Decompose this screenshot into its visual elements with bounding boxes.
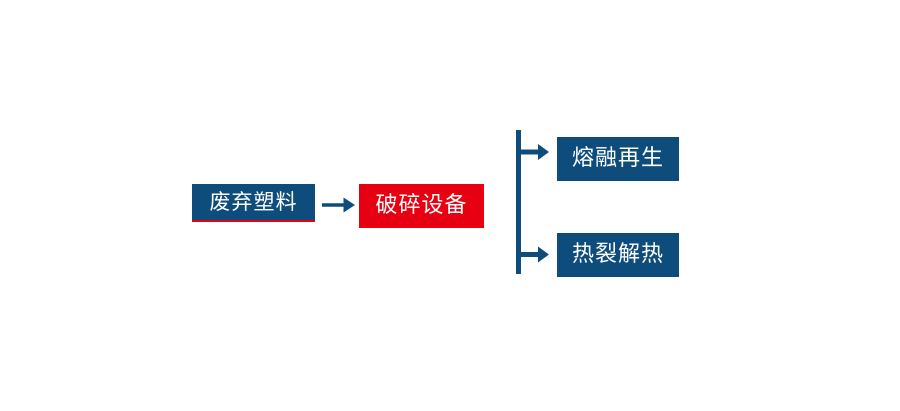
node-melt-regeneration[interactable]: 熔融再生 (557, 137, 679, 181)
node-crushing-equipment[interactable]: 破碎设备 (359, 184, 484, 228)
node-melt-regeneration-label: 熔融再生 (571, 146, 664, 171)
arrow-right-icon (322, 190, 356, 220)
split-bracket-arrows-icon (508, 126, 558, 278)
node-waste-plastic-label: 废弃塑料 (209, 189, 298, 214)
node-waste-plastic[interactable]: 废弃塑料 (192, 184, 315, 222)
node-crushing-equipment-label: 破碎设备 (375, 193, 468, 218)
node-pyrolysis-heat-label: 热裂解热 (571, 242, 664, 267)
node-pyrolysis-heat[interactable]: 热裂解热 (557, 233, 679, 277)
